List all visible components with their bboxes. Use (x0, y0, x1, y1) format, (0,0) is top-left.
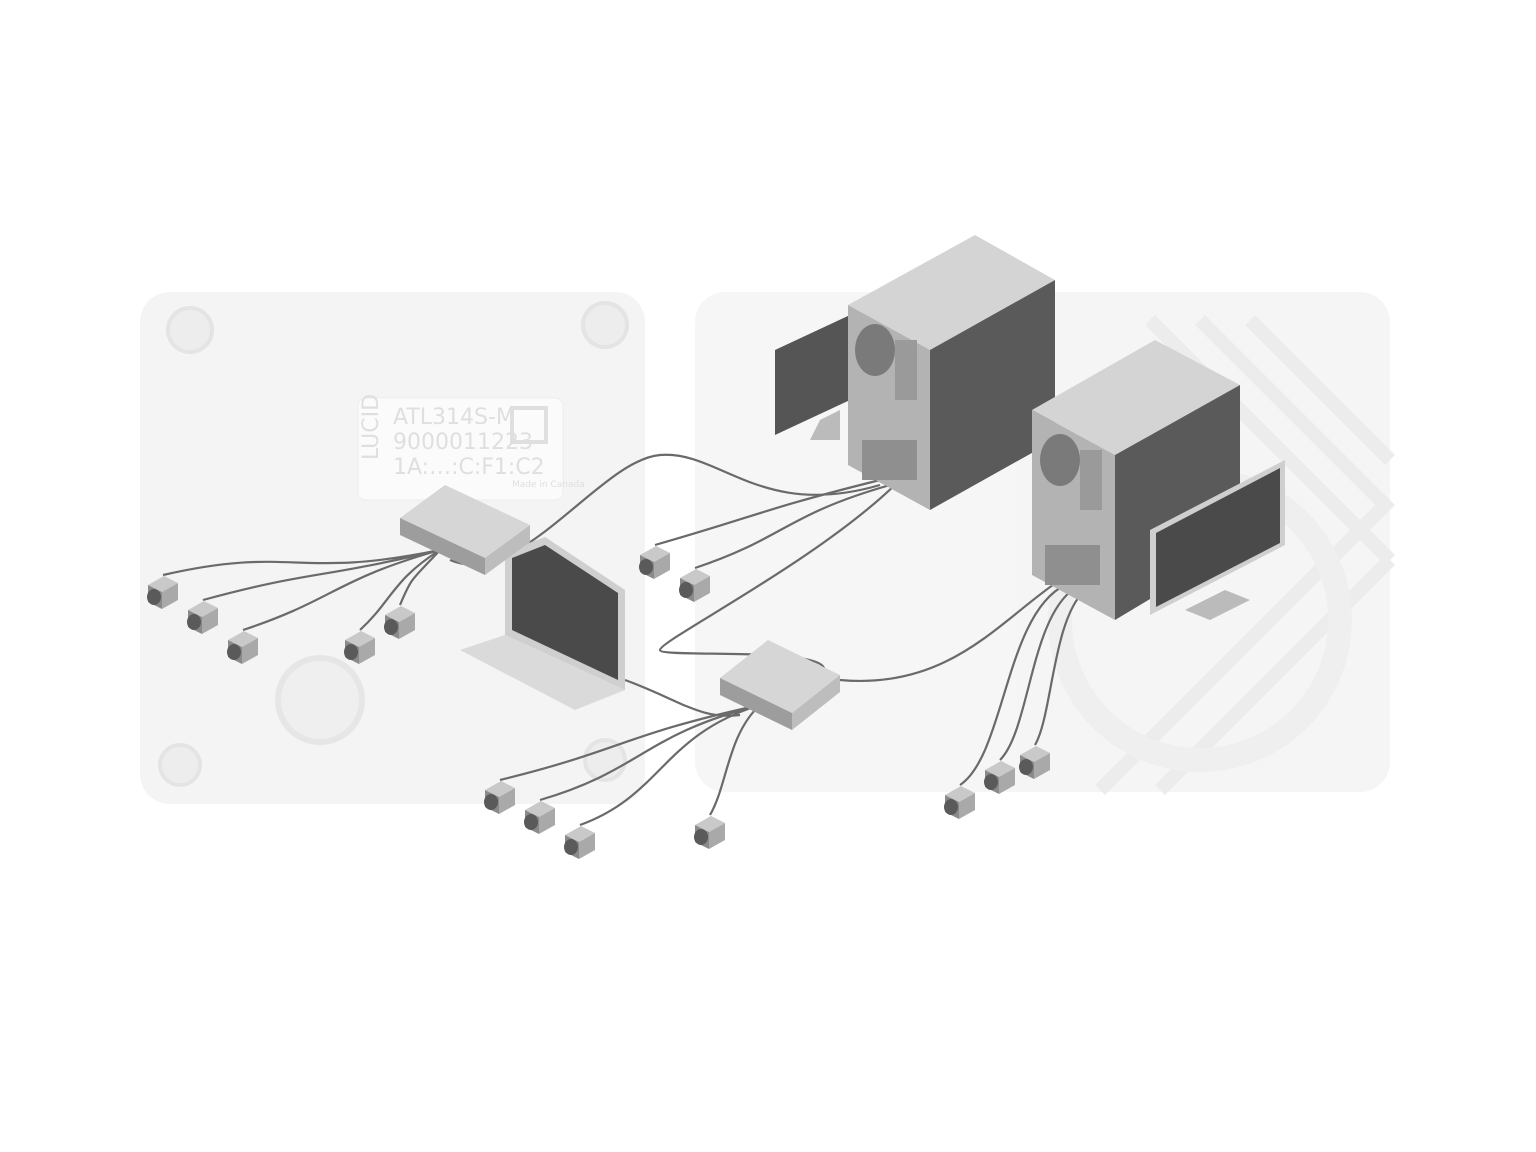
qr-code-icon (510, 406, 548, 444)
vent-icon (895, 340, 917, 400)
uplink-cable (624, 678, 741, 717)
screw-icon (166, 306, 214, 354)
camera-icon (384, 606, 415, 639)
camera-icon (344, 631, 375, 664)
server-1 (848, 235, 1055, 510)
camera-icon (147, 576, 178, 609)
screw-icon (158, 743, 202, 787)
ethernet-cable (709, 704, 761, 816)
ethernet-cable (202, 548, 441, 602)
uplink-cable (658, 479, 901, 691)
serial-text: 9000011223 (393, 430, 533, 455)
ethernet-cable (398, 549, 441, 606)
vent-icon (1080, 450, 1102, 510)
ethernet-cable (694, 483, 891, 570)
cameras (147, 546, 1050, 859)
ethernet-cable (499, 703, 761, 782)
camera-icon (694, 816, 725, 849)
ethernet-cable (359, 549, 441, 631)
model-text: ATL314S-M (393, 405, 515, 430)
cables (162, 453, 1086, 827)
ports-icon (1045, 545, 1100, 585)
camera-icon (187, 601, 218, 634)
camera-icon (524, 801, 555, 834)
laptop (460, 537, 625, 710)
ethernet-cable (1034, 589, 1086, 746)
fan-icon (1040, 434, 1080, 486)
mac-text: 1A:…:C:F1:C2 (393, 455, 545, 480)
logo-text: LUCID (359, 394, 384, 460)
uplink-cable (839, 579, 1061, 683)
origin-text: Made in Canada (512, 480, 585, 490)
ethernet-cable (959, 584, 1066, 786)
ethernet-cable (539, 703, 761, 802)
ports-icon (862, 440, 917, 480)
background-camera-back: LUCID ATL314S-M 9000011223 1A:…:C:F1:C2 … (140, 292, 645, 804)
connector-icon (275, 655, 365, 745)
monitor-2 (1150, 460, 1285, 620)
camera-icon (1019, 746, 1050, 779)
monitor-1 (775, 315, 850, 440)
switch-1 (400, 485, 530, 575)
camera-icon (984, 761, 1015, 794)
ethernet-cable (999, 587, 1076, 761)
camera-icon (564, 826, 595, 859)
ethernet-cable (579, 703, 761, 827)
camera-icon (639, 546, 670, 579)
camera-icon (944, 786, 975, 819)
camera-icon (679, 569, 710, 602)
camera-icon (484, 781, 515, 814)
switch-2 (720, 640, 840, 730)
ethernet-cable (242, 548, 441, 632)
screw-icon (581, 301, 629, 349)
ethernet-cable (654, 478, 881, 547)
fan-icon (855, 324, 895, 376)
ethernet-cable (162, 548, 441, 577)
camera-icon (227, 631, 258, 664)
